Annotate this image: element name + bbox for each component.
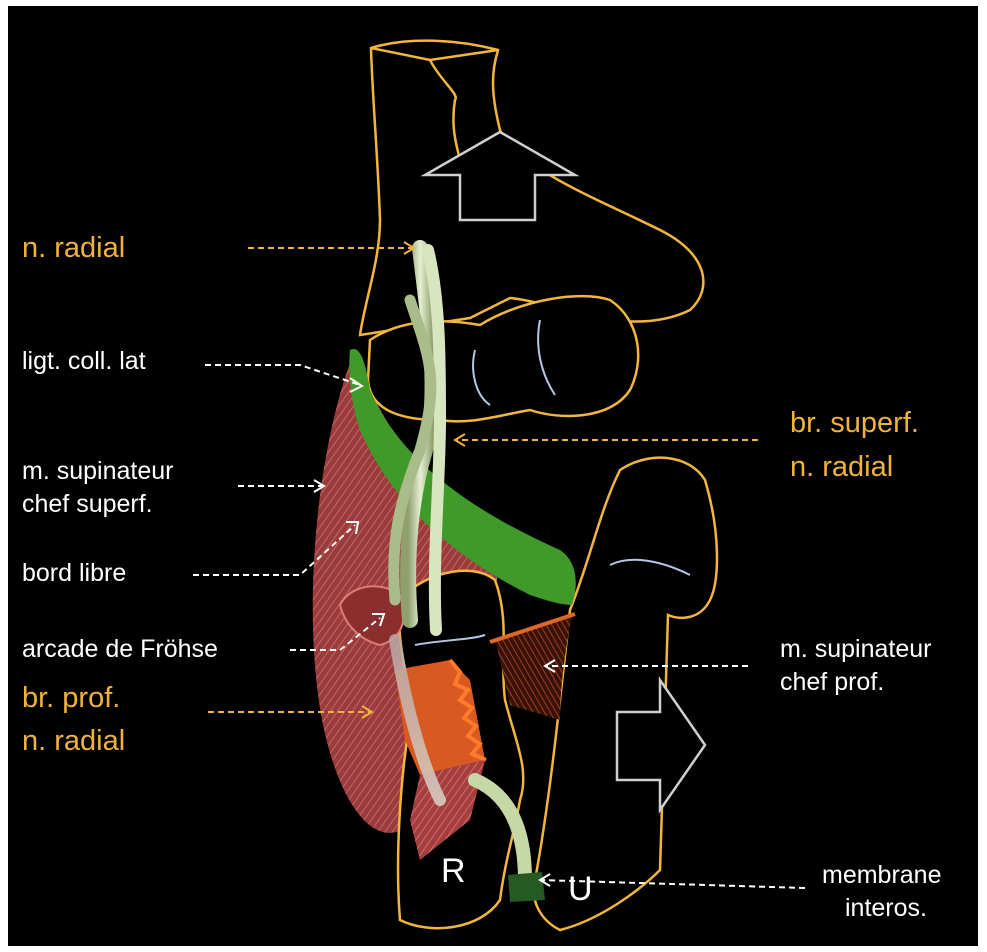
label-br-prof-2: n. radial: [22, 723, 125, 759]
label-m-supinateur-superf-1: m. supinateur: [22, 456, 173, 487]
label-br-superf-2: n. radial: [790, 449, 893, 485]
label-membrane-2: interos.: [845, 893, 927, 924]
label-membrane-1: membrane: [822, 860, 942, 891]
leader-ligt-coll-lat: [205, 365, 360, 385]
label-m-supinateur-superf-2: chef superf.: [22, 489, 153, 520]
interosseous-membrane: [508, 872, 545, 902]
label-m-supinateur-prof-1: m. supinateur: [780, 634, 931, 665]
label-n-radial: n. radial: [22, 230, 125, 266]
label-br-prof-1: br. prof.: [22, 680, 120, 716]
label-m-supinateur-prof-2: chef prof.: [780, 667, 884, 698]
label-bord-libre: bord libre: [22, 558, 126, 589]
label-br-superf-1: br. superf.: [790, 405, 919, 441]
label-arcade-de-frohse: arcade de Fröhse: [22, 634, 218, 665]
label-ligt-coll-lat: ligt. coll. lat: [22, 346, 146, 377]
label-radius-letter: R: [441, 852, 466, 891]
label-ulna-letter: U: [568, 870, 593, 909]
ulna-outline: [534, 458, 717, 930]
